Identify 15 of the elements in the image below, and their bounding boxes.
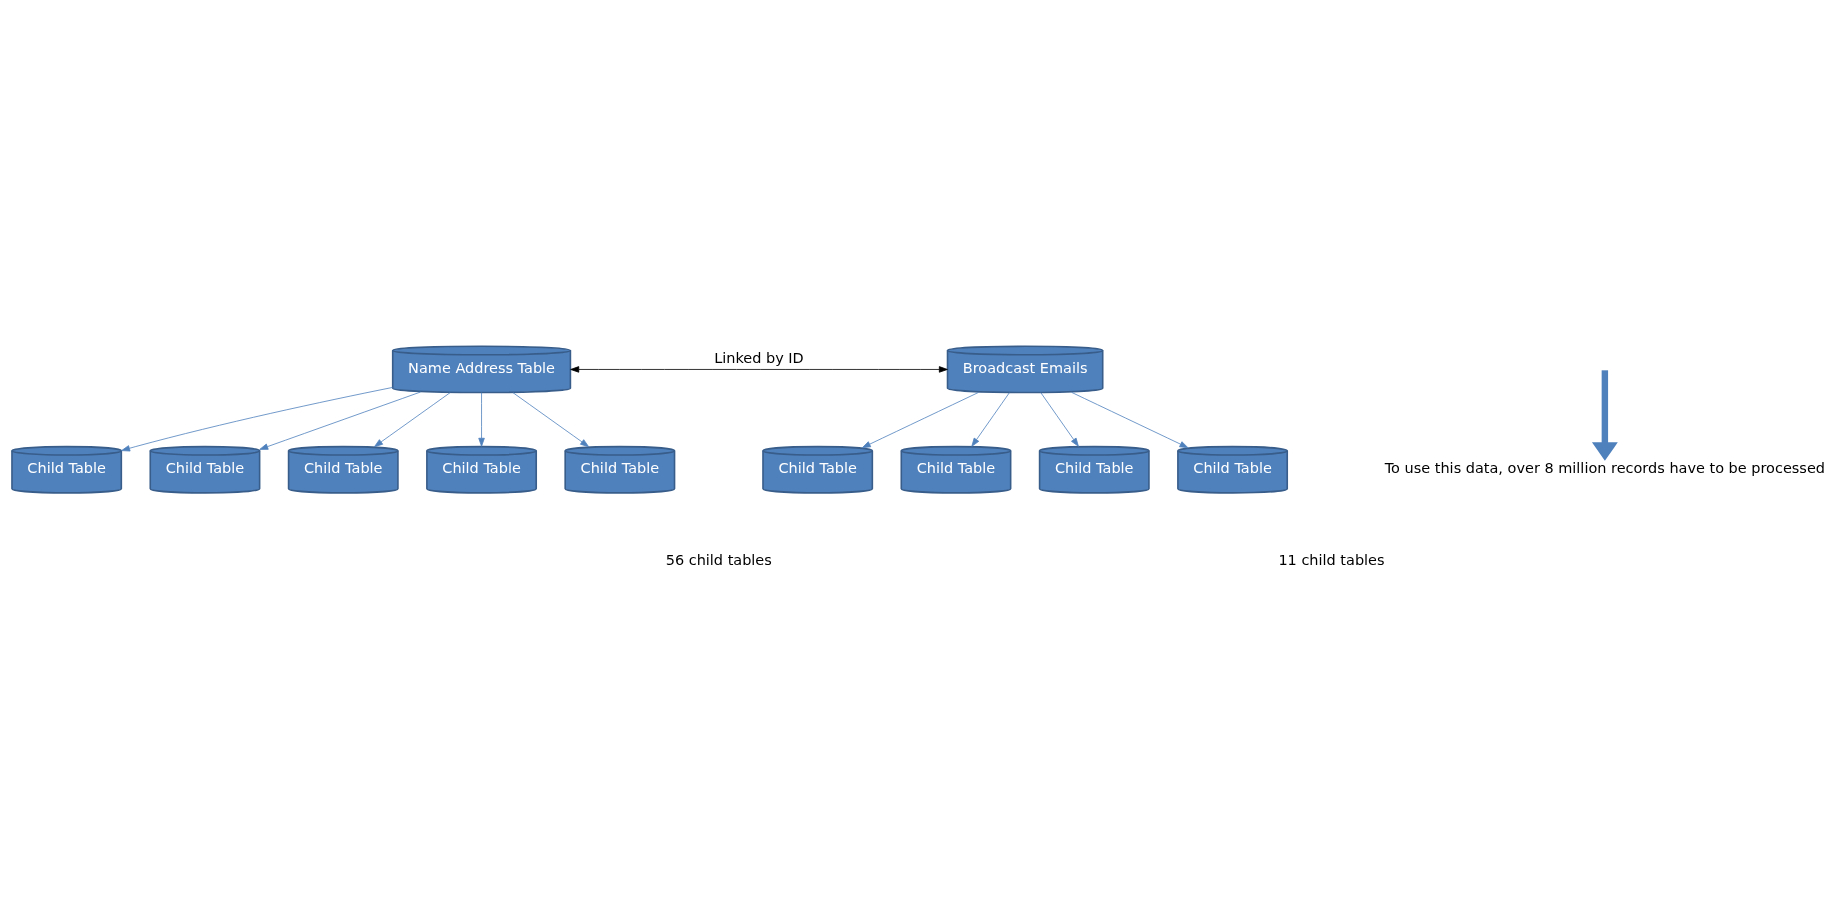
arrow xyxy=(1071,392,1189,449)
arrow xyxy=(1591,370,1618,461)
arrow xyxy=(374,392,451,448)
arrow xyxy=(570,366,948,373)
edge-label: Linked by ID xyxy=(714,349,804,366)
arrow xyxy=(478,392,485,447)
arrow xyxy=(1040,392,1079,447)
label: 11 child tables xyxy=(1278,551,1385,568)
label: 56 child tables xyxy=(665,551,772,568)
arrow xyxy=(259,391,421,450)
arrow xyxy=(121,387,393,452)
arrow xyxy=(512,392,589,448)
arrow xyxy=(861,392,979,449)
arrow xyxy=(971,392,1010,447)
node-text: To use this data, over 8 million records have to be processed xyxy=(1384,460,1825,477)
